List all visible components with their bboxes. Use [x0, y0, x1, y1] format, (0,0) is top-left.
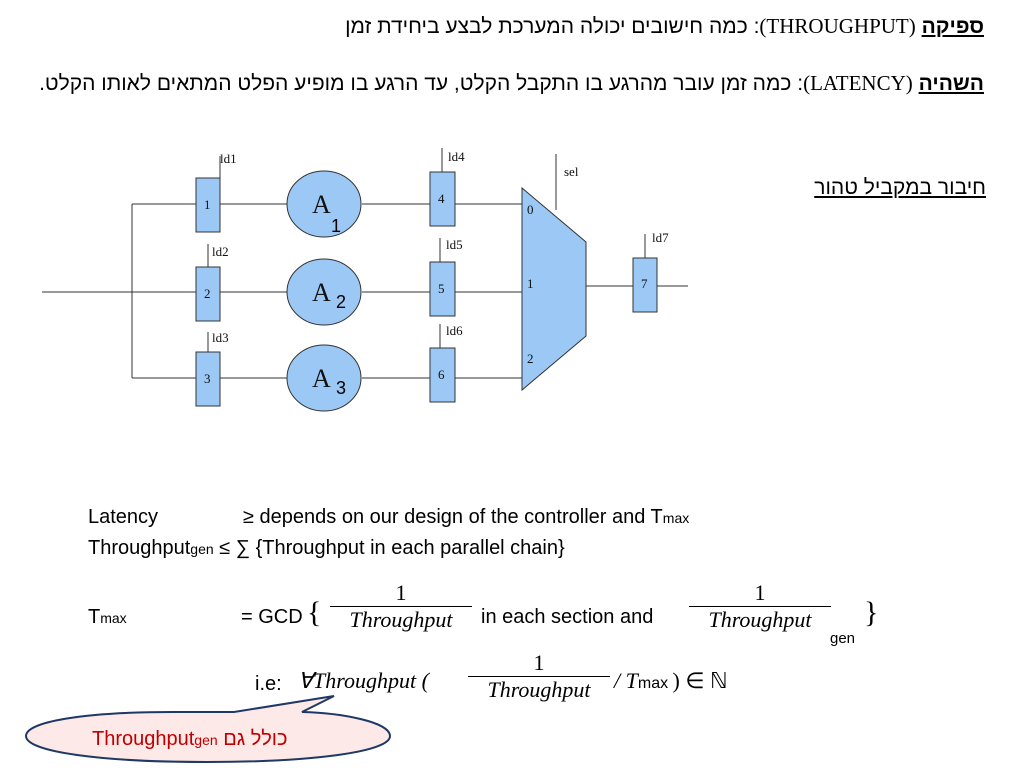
fraction-1-den: Throughput — [349, 607, 453, 632]
mux-input-0: 0 — [527, 202, 534, 217]
unit-a1: A 1 — [286, 170, 362, 238]
middle-text: in each section and — [481, 606, 654, 628]
unit-a2-name: A — [312, 278, 331, 307]
throughput-line: Throughputgen ≤ ∑ {Throughput in each pa… — [88, 537, 565, 560]
latency-definition: השהיה (LATENCY): כמה זמן עובר מהרגע בו ה… — [24, 70, 984, 97]
fraction-1: 1 Throughput — [330, 580, 472, 633]
register-7-load: ld7 — [652, 230, 669, 245]
ie-forall: ∀Throughput ( — [298, 668, 429, 693]
fraction-3: 1 Throughput — [468, 650, 610, 703]
register-5-load: ld5 — [446, 237, 463, 252]
latency-text: : כמה זמן עובר מהרגע בו התקבל הקלט, עד ה… — [39, 72, 804, 95]
left-brace: { — [307, 596, 322, 629]
throughput-text: ≤ ∑ {Throughput in each parallel chain} — [219, 537, 565, 559]
latency-sub: max — [662, 510, 690, 526]
unit-a2: A 2 — [286, 258, 362, 326]
unit-a3-sub: 3 — [336, 378, 346, 398]
multiplexer: 0 1 2 sel — [521, 164, 587, 392]
right-brace: } — [864, 596, 879, 629]
tmax-sub: max — [100, 610, 127, 626]
fraction-2: 1 Throughput — [689, 580, 831, 633]
throughput-english: (THROUGHPUT) — [759, 14, 916, 38]
ie-sub: max — [637, 675, 669, 692]
mux-input-2: 2 — [527, 351, 534, 366]
register-3-label: 3 — [204, 371, 211, 386]
register-6-label: 6 — [438, 367, 445, 382]
mux-input-1: 1 — [527, 276, 534, 291]
register-7: 7 ld7 — [632, 230, 669, 313]
register-2: 2 ld2 — [195, 244, 229, 322]
register-2-load: ld2 — [212, 244, 229, 259]
register-4: 4 ld4 — [429, 149, 465, 227]
throughput-sub: gen — [190, 541, 214, 557]
unit-a1-name: A — [312, 190, 331, 219]
side-title: חיבור במקביל טהור — [814, 176, 986, 199]
tmax-label-group: Tmax — [88, 606, 127, 629]
callout-text-en: Throughput — [92, 728, 195, 750]
callout-text-sub: gen — [194, 732, 218, 748]
ie-tail: / Tmax ) ∈ ℕ — [614, 668, 728, 694]
tmax-label: T — [88, 606, 101, 628]
unit-a2-sub: 2 — [336, 292, 346, 312]
mux-select: sel — [564, 164, 579, 179]
throughput-term: ספיקה — [921, 15, 984, 38]
throughput-definition: ספיקה (THROUGHPUT): כמה חישובים יכולה המ… — [24, 14, 984, 39]
latency-label: Latency — [88, 506, 159, 528]
unit-a3-name: A — [312, 364, 331, 393]
fraction-2-num: 1 — [754, 580, 766, 605]
latency-line: ≥ depends on our design of the controlle… — [243, 506, 689, 529]
ie-label: i.e: — [255, 673, 282, 695]
fraction-2-bar — [689, 606, 831, 607]
fraction-1-bar — [330, 606, 472, 607]
register-4-label: 4 — [438, 191, 445, 206]
fraction-2-den: Throughput — [708, 607, 812, 632]
register-5: 5 ld5 — [429, 237, 463, 317]
callout-text: Throughputgen כולל גם — [92, 728, 288, 751]
unit-a3: A 3 — [286, 344, 362, 412]
register-3-load: ld3 — [212, 330, 229, 345]
register-5-label: 5 — [438, 281, 445, 296]
unit-a1-sub: 1 — [331, 216, 341, 236]
register-1-label: 1 — [204, 197, 211, 212]
gen-sub: gen — [830, 630, 856, 647]
fraction-3-den: Throughput — [487, 677, 591, 702]
ie-slash: / T — [614, 668, 638, 693]
throughput-text: : כמה חישובים יכולה המערכת לבצע ביחידת ז… — [345, 15, 760, 38]
fraction-3-num: 1 — [533, 650, 545, 675]
fraction-3-bar — [468, 676, 610, 677]
register-4-load: ld4 — [448, 149, 465, 164]
register-1-load: ld1 — [220, 151, 237, 166]
register-1: 1 ld1 — [195, 151, 237, 233]
latency-text: ≥ depends on our design of the controlle… — [243, 506, 663, 528]
callout-bubble — [24, 695, 392, 764]
latency-term: השהיה — [918, 72, 984, 95]
callout-text-he: כולל גם — [223, 728, 288, 750]
parallel-diagram: 1 ld1 2 ld2 3 ld3 A 1 A 2 A 3 4 ld4 5 ld… — [42, 148, 688, 412]
latency-english: (LATENCY) — [803, 71, 913, 95]
register-3: 3 ld3 — [195, 330, 229, 407]
fraction-1-num: 1 — [395, 580, 407, 605]
ie-end: ) ∈ ℕ — [672, 668, 728, 693]
tmax-eq: = GCD — [241, 606, 303, 628]
throughput-label: Throughput — [88, 537, 191, 559]
register-2-label: 2 — [204, 286, 211, 301]
register-7-label: 7 — [641, 276, 648, 291]
register-6: 6 ld6 — [429, 323, 463, 403]
register-6-load: ld6 — [446, 323, 463, 338]
